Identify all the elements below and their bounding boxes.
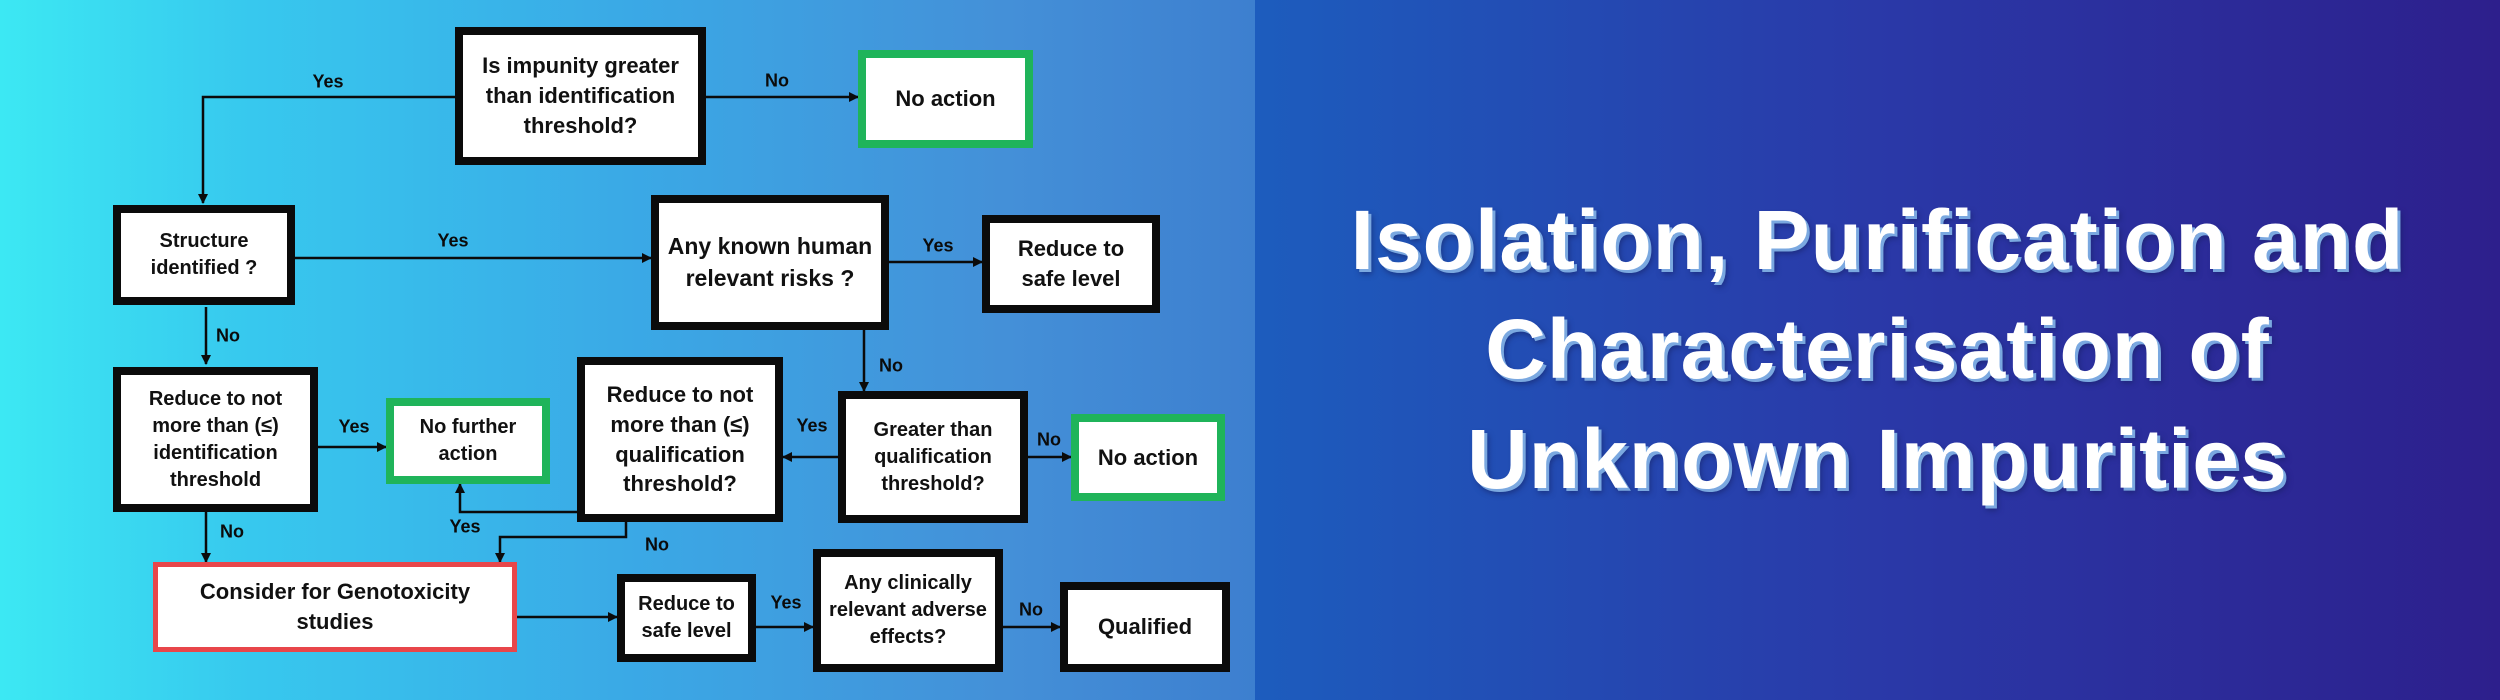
label-no-reduceid: No [220,521,244,542]
label-no-q1: No [765,70,789,91]
label-yes-safe2: Yes [770,592,802,613]
node-human-risks: Any known human relevant risks ? [651,195,889,330]
label-no-qual: No [1037,429,1061,450]
edge-reduceq-geno [495,522,628,563]
impurity-flowchart: Is impunity greater than identification … [113,27,1230,672]
edge-q1-structure [198,95,455,204]
node-reduce-qualification: Reduce to not more than (≤) qualificatio… [577,357,783,522]
label-yes-structure: Yes [437,230,469,251]
label-no-structure: No [216,325,240,346]
label-yes-q1: Yes [312,71,344,92]
label-yes-risks: Yes [922,235,954,256]
page-title-line-2: Characterisation of [1485,302,2270,397]
label-yes-qual: Yes [796,415,828,436]
label-no-reduceq: No [645,534,669,555]
node-adverse-effects: Any clinically relevant adverse effects? [813,549,1003,672]
node-qualified: Qualified [1060,582,1230,672]
node-reduce-safe-2: Reduce to safe level [617,574,756,662]
page-title-line-1: Isolation, Purification and [1350,193,2405,288]
node-no-action-1: No action [858,50,1033,148]
node-reduce-identification: Reduce to not more than (≤) identificati… [113,367,318,512]
label-no-adverse: No [1019,599,1043,620]
node-structure-identified: Structure identified ? [113,205,295,305]
page-title-line-3: Unknown Impurities [1467,411,2288,506]
edge-reduceq-nofurther [455,483,577,514]
node-no-further-action: No further action [386,398,550,484]
title-panel: Isolation, Purification and Characterisa… [1255,0,2500,700]
page-title: Isolation, Purification and Characterisa… [1351,186,2405,514]
node-identification-question: Is impunity greater than identification … [455,27,706,165]
node-reduce-safe-1: Reduce to safe level [982,215,1160,313]
label-yes-reduceq: Yes [449,516,481,537]
node-no-action-2: No action [1071,414,1225,501]
label-yes-reduceid: Yes [338,416,370,437]
node-genotoxicity: Consider for Genotoxicity studies [153,562,517,652]
node-qualification-question: Greater than qualification threshold? [838,391,1028,523]
label-no-risks: No [879,355,903,376]
